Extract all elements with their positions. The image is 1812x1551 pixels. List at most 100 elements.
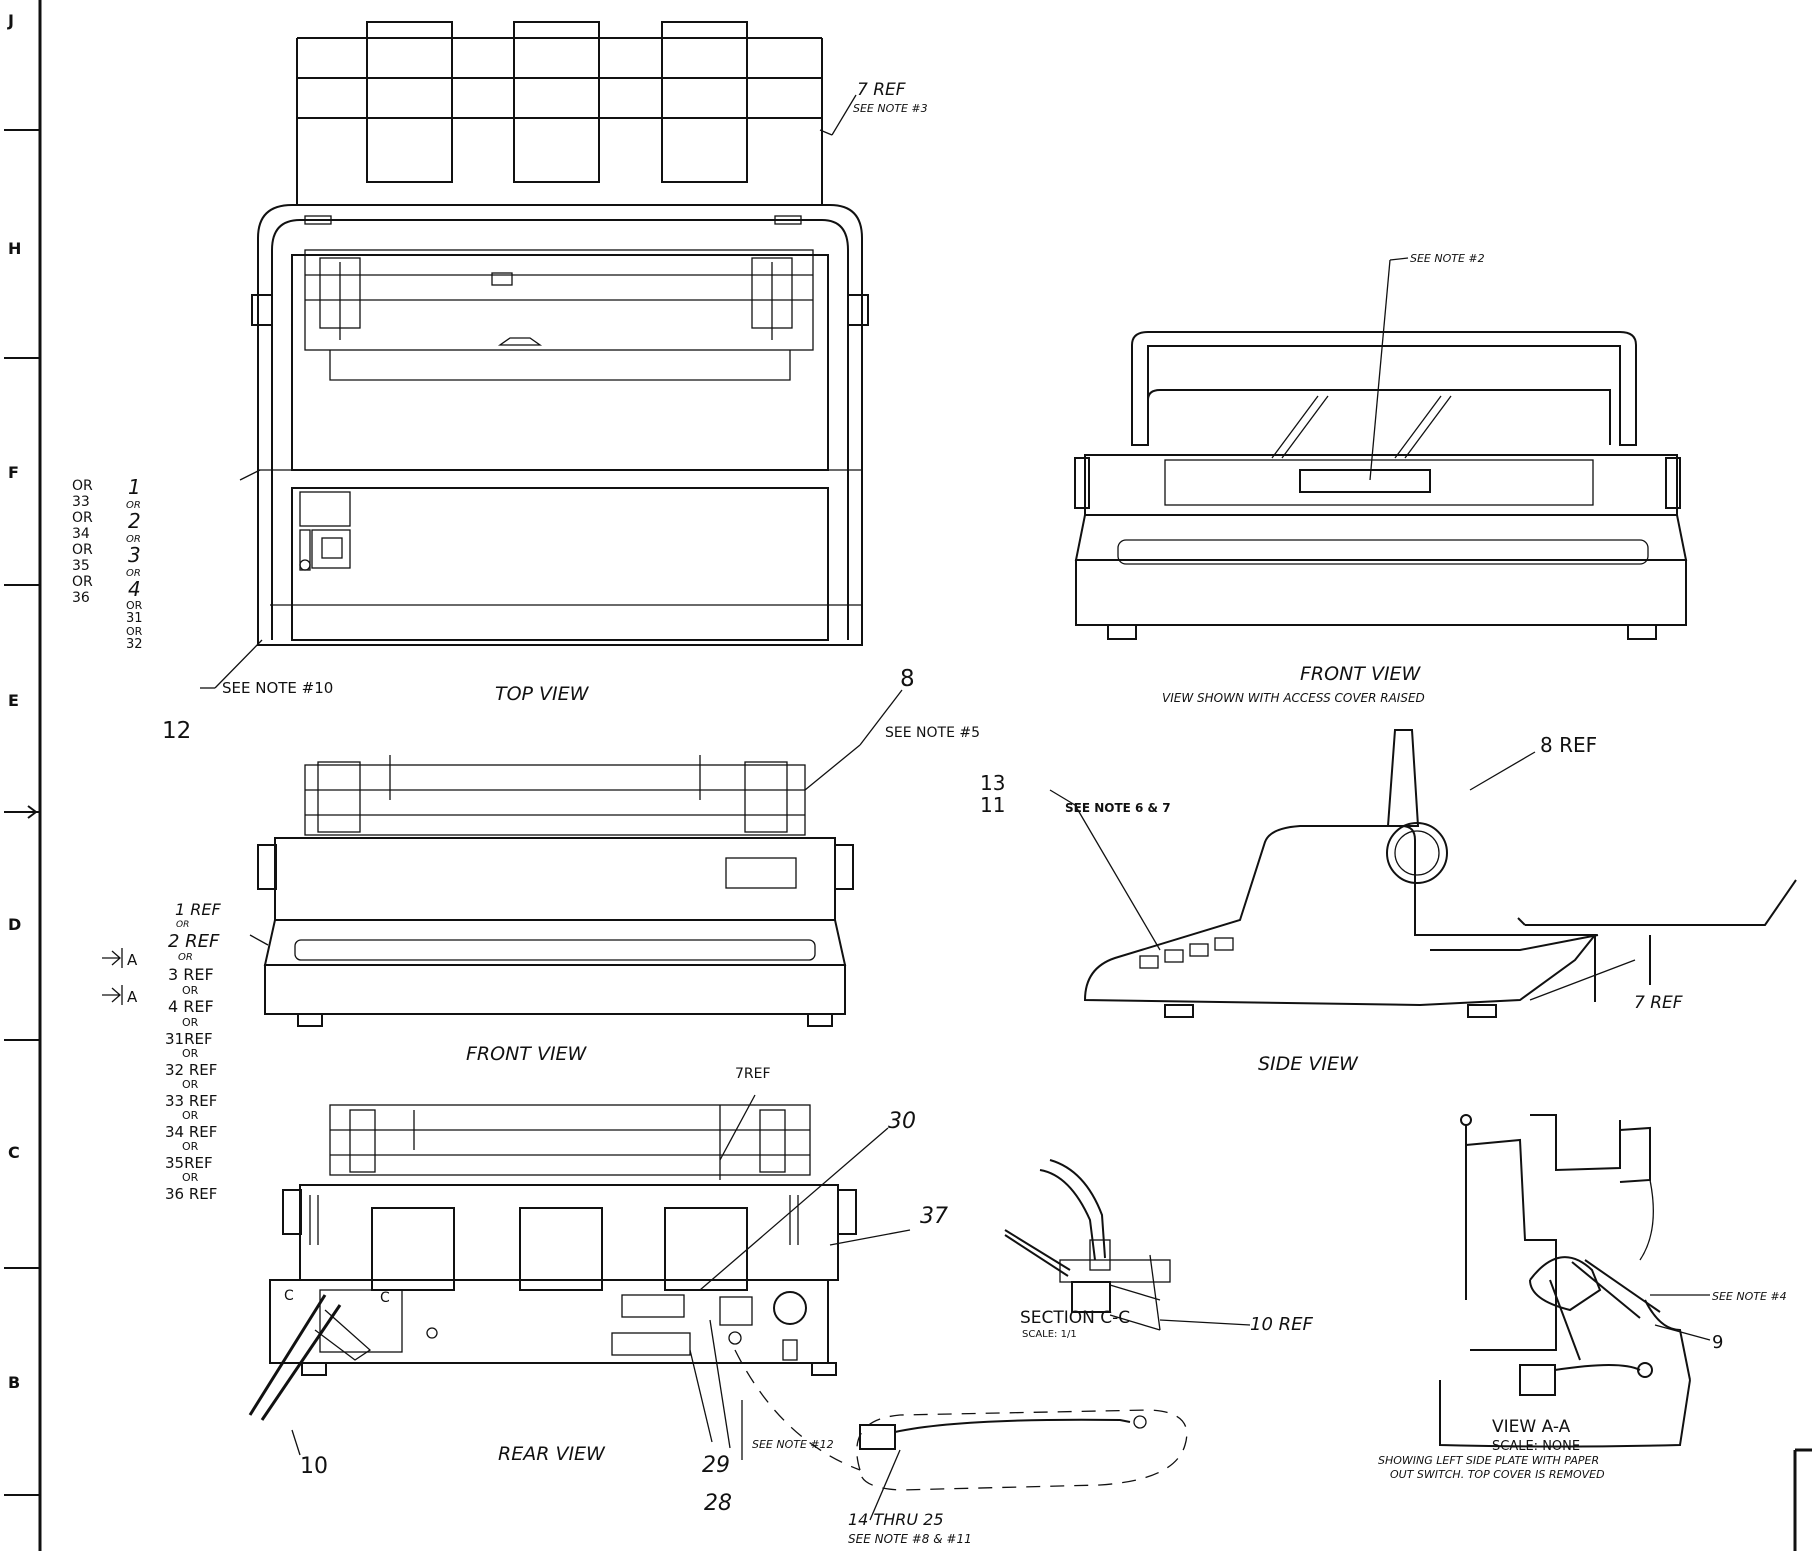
option-text: 31REF [165,1030,213,1048]
option-text: 1 [128,475,141,499]
option-text: OR [72,510,93,526]
option-text: OR [182,1109,199,1122]
cut-marker-c: C [284,1288,294,1304]
option-text: OR [126,500,141,511]
callout-7-ref: 7 REF [857,80,906,100]
zone-letter: B [8,1373,20,1392]
option-text: 4 [128,577,141,601]
view-aa-scale: SCALE: NONE [1492,1439,1580,1454]
option-text: OR [182,984,199,997]
zone-letter: J [7,11,14,30]
zone-letter: E [8,691,19,710]
callout-7-ref-side: 7 REF [1634,993,1683,1013]
callout-see-note-10: SEE NOTE #10 [222,679,333,697]
side-view-title: SIDE VIEW [1258,1053,1359,1075]
callout-8: 8 [900,666,915,692]
option-text: OR [182,1078,199,1091]
section-arrow-icon [102,948,123,968]
front-view-raised-note: VIEW SHOWN WITH ACCESS COVER RAISED [1162,691,1425,705]
front-view-raised-title: FRONT VIEW [1300,663,1422,685]
callout-12: 12 [162,718,191,744]
rear-view-title: REAR VIEW [498,1443,606,1465]
option-text: OR [178,952,193,963]
option-text: OR [182,1171,199,1184]
option-text: 2 REF [168,931,220,952]
leader-lines [200,94,1711,1521]
callout-10: 10 [300,1454,328,1479]
callout-29: 29 [702,1453,730,1478]
callout-see-note-12: SEE NOTE #12 [752,1438,834,1451]
zone-arrow-icon [4,805,38,819]
option-text: 33 [72,494,90,510]
top-view [251,21,869,646]
section-cc [1004,1159,1171,1331]
option-text: 33 REF [165,1092,217,1110]
view-aa-title: VIEW A-A [1492,1417,1571,1437]
option-text: 36 [72,590,90,606]
option-text: OR [182,1140,199,1153]
option-text: 32 [126,637,143,652]
option-text: 32 REF [165,1061,217,1079]
option-text: 3 [128,543,141,567]
option-text: OR [182,1016,199,1029]
section-cc-scale: SCALE: 1/1 [1022,1329,1077,1340]
zone-letter: C [8,1143,20,1162]
option-text: OR [126,568,141,579]
part-options-left: OR 33 OR 34 OR 35 OR 36 [72,478,93,606]
option-text: 4 REF [168,997,214,1016]
callout-13: 13 [980,771,1005,795]
option-text: OR [126,625,143,638]
option-text: 2 [128,509,141,533]
option-text: OR [182,1047,199,1060]
view-aa [1439,1114,1691,1448]
option-text: OR [72,574,93,590]
section-cc-title: SECTION C-C [1020,1308,1130,1328]
front-view-raised [1074,331,1688,640]
cut-marker-c: C [380,1290,390,1306]
option-text: 34 REF [165,1123,217,1141]
rear-view [248,1104,1188,1491]
callout-see-note-5: SEE NOTE #5 [885,725,980,741]
option-text: 3 REF [168,965,214,984]
paper-rack [296,21,823,205]
title-block-corner [1793,1448,1812,1551]
option-text: OR [126,599,143,612]
callout-28: 28 [704,1491,732,1516]
front-view-title: FRONT VIEW [466,1043,588,1065]
callout-see-note-3: SEE NOTE #3 [853,102,928,115]
callout-see-note-6-7: SEE NOTE 6 & 7 [1065,801,1171,815]
callout-7-ref-rear: 7REF [735,1066,771,1082]
section-marker-a: A [127,951,138,969]
side-view [1083,729,1797,1018]
callout-37: 37 [920,1204,948,1229]
part-options-ref: 1 REF OR 2 REF OR 3 REF OR 4 REF OR 31RE… [165,900,221,1203]
option-text: 35 [72,558,90,574]
zone-ruler: J H F E D C B [4,0,42,1551]
part-options-mid: 1 OR 2 OR 3 OR 4 OR 31 OR 32 [126,475,143,652]
zone-letter: F [8,463,19,482]
option-text: 35REF [165,1154,213,1172]
front-view [257,755,854,1027]
callout-14-thru-25: 14 THRU 25 [848,1510,944,1529]
callout-see-note-2: SEE NOTE #2 [1410,252,1485,265]
zone-letter: H [8,239,21,258]
callout-11: 11 [980,793,1005,817]
view-aa-note-line1: SHOWING LEFT SIDE PLATE WITH PAPER [1378,1454,1599,1467]
callout-see-note-4: SEE NOTE #4 [1712,1290,1787,1303]
option-text: OR [72,542,93,558]
option-text: 36 REF [165,1185,217,1203]
option-text: OR [72,478,93,494]
callout-9: 9 [1712,1332,1723,1353]
section-arrow-icon [102,985,123,1005]
option-text: 1 REF [175,900,221,919]
callout-10-ref: 10 REF [1250,1314,1314,1335]
option-text: 31 [126,611,143,626]
callout-see-note-8-11: SEE NOTE #8 & #11 [848,1532,972,1546]
view-aa-note-line2: OUT SWITCH. TOP COVER IS REMOVED [1390,1468,1605,1481]
option-text: 34 [72,526,90,542]
option-text: OR [126,534,141,545]
top-view-title: TOP VIEW [495,683,590,705]
option-text: OR [176,920,189,930]
callout-8-ref: 8 REF [1540,733,1597,757]
